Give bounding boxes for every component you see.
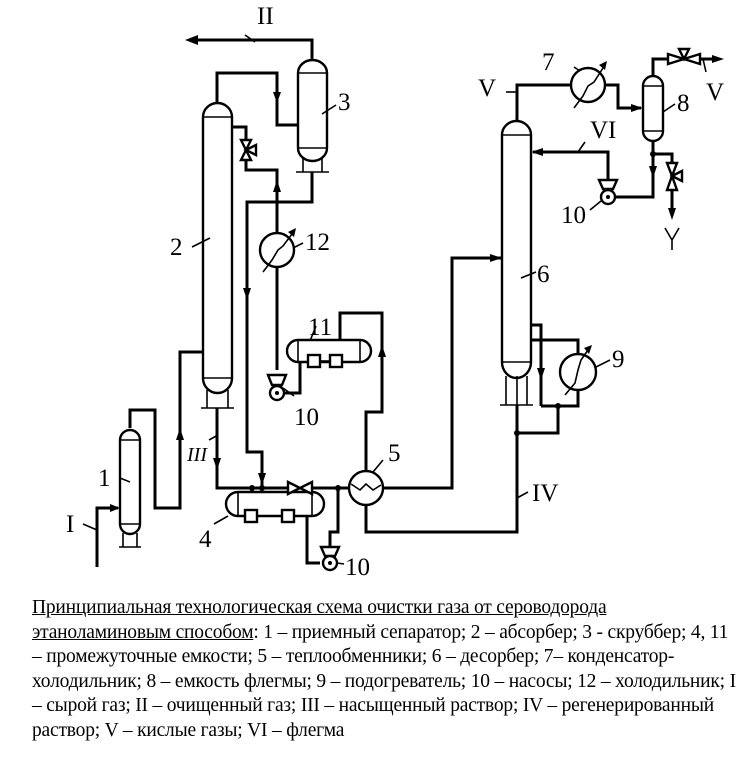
condenser-cooler (569, 61, 607, 109)
arrow-icon (258, 473, 266, 485)
label-separator: 1 (98, 465, 111, 492)
junction (650, 151, 656, 157)
pipe-rich-solution (215, 408, 349, 490)
caption-title: Принципиальная технологическая схема очи… (32, 597, 607, 643)
pipe-acid-gas-to-condenser (515, 83, 571, 120)
pipe-separator-to-absorber (128, 350, 203, 510)
junction (259, 485, 265, 491)
caption-body: : 1 – приемный сепаратор; 2 – абсорбер; … (32, 621, 736, 741)
pipe-heater-to-bottom (517, 406, 560, 435)
process-flow-diagram: 1 2 3 4 5 6 7 8 9 10 10 10 11 12 I II II… (66, 3, 724, 581)
arrow-icon (273, 180, 281, 192)
pipe-heater-loop (531, 323, 543, 406)
control-valve-acid-gas (666, 47, 707, 73)
label-acid-gas-out: V (706, 79, 724, 106)
pipe-condenser-to-vessel8 (605, 83, 641, 110)
pipe-absorber-valve-line (232, 125, 279, 233)
arrow-icon (378, 345, 386, 357)
arrow-icon (649, 166, 657, 178)
pipe-scrubber-bottom (245, 172, 314, 488)
figure-caption: Принципиальная технологическая схема очи… (32, 596, 742, 743)
absorber-column (201, 101, 234, 409)
pipelines (95, 35, 724, 567)
heat-exchanger (347, 469, 385, 507)
arrow-icon (110, 504, 120, 512)
drain-valve (664, 161, 684, 250)
arrow-icon (631, 104, 643, 112)
pump-right (597, 178, 619, 206)
pipe-heater-return (531, 338, 580, 354)
junction (335, 485, 341, 491)
arrow-icon (273, 92, 281, 103)
pump-bottom (319, 545, 341, 572)
junction (514, 430, 520, 436)
arrow-icon (490, 254, 502, 262)
label-heater: 9 (612, 346, 625, 373)
pipe-heater-out (541, 390, 580, 408)
label-tank-11: 11 (308, 314, 332, 341)
label-pump-b: 10 (345, 554, 370, 581)
pipe-vessel8-bottom (614, 140, 655, 199)
arrow-icon (176, 428, 184, 440)
stream-labels: I II III IV V V VI (66, 3, 724, 538)
arrow-icon (531, 148, 543, 156)
intermediate-tank-11 (285, 338, 373, 369)
arrow-icon (185, 35, 198, 45)
label-desorber: 6 (537, 261, 550, 288)
gate-valve-main (286, 480, 314, 496)
arrow-icon (537, 368, 545, 380)
arrow-icon (668, 208, 676, 220)
inlet-separator (118, 428, 142, 548)
pump-middle (266, 373, 288, 402)
heater (558, 345, 598, 396)
label-reflux: VI (590, 117, 616, 144)
arrow-icon (712, 55, 724, 63)
scrubber-vessel (296, 58, 329, 173)
arrow-icon (243, 288, 251, 300)
desorber-column (500, 119, 533, 406)
pipe-tank4-to-pump (305, 516, 320, 565)
label-cooler: 12 (305, 229, 330, 256)
equipment-labels: 1 2 3 4 5 6 7 8 9 10 10 10 11 12 (98, 49, 690, 581)
label-lean-solution: IV (532, 480, 558, 507)
junction (249, 485, 255, 491)
pipe-acid-gas-outlet (651, 57, 712, 76)
label-raw-gas: I (66, 511, 74, 538)
pipe-raw-gas-inlet (95, 506, 118, 567)
leader-lines (82, 34, 676, 565)
arrow-icon (213, 458, 221, 470)
junction (555, 403, 561, 409)
label-absorber: 2 (170, 234, 183, 261)
pipe-pump-to-main (328, 488, 340, 548)
pipe-reflux (533, 150, 610, 184)
control-valve-absorber (239, 138, 258, 162)
label-rich-solution: III (186, 444, 208, 466)
label-tank-4: 4 (199, 526, 212, 553)
pipe-tank11-to-heat-exchanger (338, 311, 384, 471)
label-reflux-vessel: 8 (677, 90, 690, 117)
intermediate-tank-4 (224, 490, 326, 524)
pipe-heat-exchanger-to-desorber (383, 256, 502, 490)
pipe-clean-gas-outlet (195, 38, 314, 60)
label-pump-c: 10 (561, 202, 586, 229)
label-pump-a: 10 (294, 404, 319, 431)
label-heat-exchanger: 5 (388, 440, 401, 467)
pipe-absorber-to-scrubber (215, 71, 298, 127)
label-clean-gas: II (257, 3, 274, 30)
label-condenser: 7 (542, 49, 555, 76)
label-acid-gas-top: V (478, 75, 496, 102)
reflux-vessel (641, 74, 665, 143)
cooler (258, 228, 296, 273)
pipe-lean-solution (364, 405, 519, 534)
label-scrubber: 3 (338, 89, 351, 116)
